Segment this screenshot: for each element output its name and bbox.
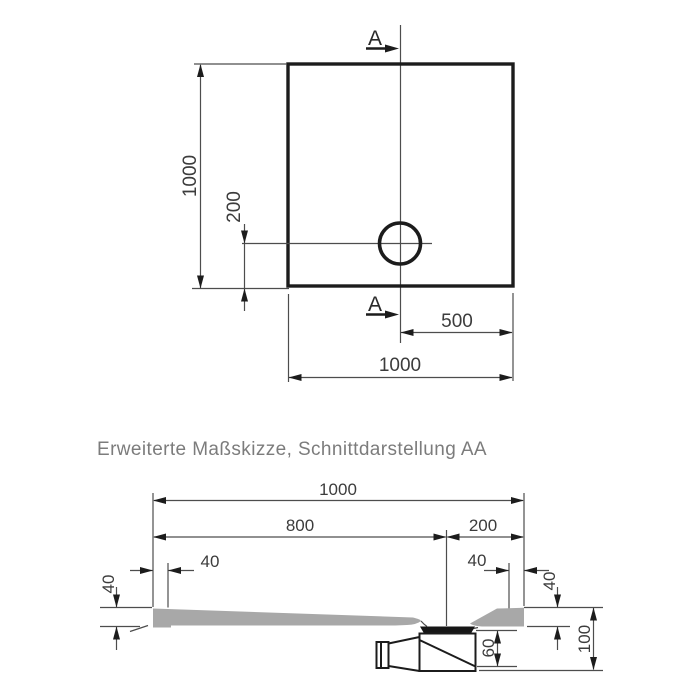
- section-dim-800: 800: [153, 516, 447, 541]
- arrowhead-down: [197, 275, 204, 289]
- arrowhead-right: [499, 329, 513, 336]
- plan-section-mark-bottom: A: [366, 293, 399, 319]
- arrowhead-right: [496, 567, 509, 574]
- plan-view: A A 1000 200: [180, 25, 515, 382]
- trap-outlet-top: [388, 636, 420, 645]
- arrowhead-left: [153, 533, 166, 541]
- section-dim-200: 200: [446, 516, 524, 541]
- dim-label: 200: [224, 191, 245, 223]
- arrowhead-up: [590, 607, 597, 621]
- trap-internal-slope: [419, 639, 476, 668]
- section-dim-rim-height-right-40: 40: [540, 572, 561, 650]
- section-view: 1000 800 200 40: [99, 480, 603, 672]
- drain-seal: [420, 626, 475, 633]
- arrowhead-left: [153, 497, 166, 504]
- arrowhead-up: [554, 626, 561, 640]
- dim-label: 1000: [319, 480, 357, 499]
- arrowhead-left: [168, 567, 181, 574]
- arrowhead-left: [524, 567, 537, 574]
- trap-outlet-cap: [375, 641, 390, 669]
- drain-recess-lip-left: [420, 620, 428, 627]
- arrowhead-right: [433, 533, 447, 541]
- section-dim-rim-flat-right-40: 40: [468, 551, 549, 574]
- dim-label: 500: [441, 311, 473, 332]
- section-mark-top-label: A: [368, 27, 382, 50]
- dim-label: 800: [286, 516, 314, 535]
- section-heading: Erweiterte Maßskizze, Schnittdarstellung…: [97, 439, 487, 460]
- arrowhead-up: [113, 626, 120, 640]
- plan-dim-height-1000: 1000: [180, 63, 289, 290]
- plan-drain-circle: [377, 221, 423, 266]
- arrowhead-up: [241, 288, 248, 302]
- section-dim-total-100: 100: [575, 607, 597, 670]
- plan-section-mark-top: A: [366, 27, 399, 53]
- dim-label: 1000: [180, 155, 201, 197]
- dim-label: 200: [469, 516, 497, 535]
- drain-trap: [375, 632, 477, 672]
- section-dim-rim-height-left-40: 40: [99, 575, 120, 650]
- dim-label: 40: [201, 552, 220, 571]
- plan-dim-drain-offset-500: 500: [400, 293, 514, 381]
- plan-dim-width-1000: 1000: [287, 294, 513, 382]
- trap-outlet-bottom: [388, 665, 420, 672]
- arrowhead-right: [499, 374, 513, 381]
- arrowhead-down: [554, 594, 561, 608]
- section-mark-top-arrowhead: [385, 44, 399, 53]
- arrowhead-down: [494, 653, 501, 667]
- section-dim-rim-flat-left-40: 40: [130, 552, 219, 574]
- arrowhead-up: [197, 64, 204, 77]
- arrowhead-right: [511, 497, 524, 504]
- arrowhead-right: [140, 567, 153, 574]
- dim-label: 40: [99, 575, 118, 594]
- plan-dim-drain-offset-200: 200: [224, 191, 248, 311]
- dim-label: 60: [479, 639, 498, 658]
- arrowhead-left: [446, 533, 460, 541]
- dim-label: 1000: [379, 355, 421, 376]
- arrowhead-left: [288, 374, 302, 381]
- plan-tray-outline: [286, 62, 515, 288]
- dim-label: 40: [540, 572, 559, 591]
- arrowhead-up: [494, 630, 501, 644]
- arrowhead-right: [511, 533, 524, 541]
- section-mark-bottom-arrowhead: [385, 310, 399, 319]
- ext-underside-left-tick: [129, 624, 149, 633]
- arrowhead-down: [113, 594, 120, 608]
- dim-label: 40: [468, 551, 487, 570]
- section-dim-1000: 1000: [153, 480, 524, 504]
- arrowhead-left: [400, 329, 414, 336]
- section-dim-trap-60: 60: [479, 630, 501, 667]
- dim-label: 100: [575, 625, 594, 653]
- tray-rim-right-section: [470, 607, 524, 627]
- arrowhead-down: [590, 657, 597, 670]
- tray-floor-left-section: [153, 608, 421, 628]
- section-mark-bottom-label: A: [368, 293, 382, 316]
- arrowhead-down: [241, 230, 248, 244]
